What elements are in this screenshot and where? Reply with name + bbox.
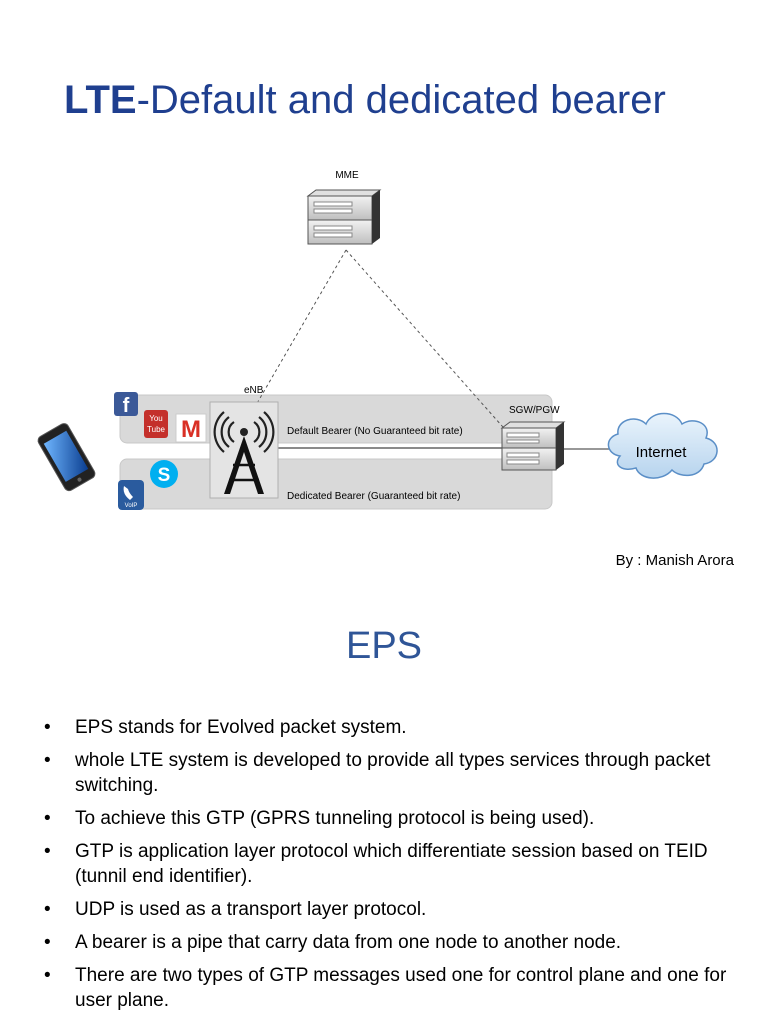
internet-cloud-icon xyxy=(607,412,718,479)
svg-text:You: You xyxy=(149,414,163,423)
bullet-dot: • xyxy=(44,717,51,738)
bullet-dot: • xyxy=(44,899,51,920)
bullet-dot: • xyxy=(44,750,51,771)
facebook-icon: f xyxy=(114,392,138,417)
bullet-dot: • xyxy=(44,841,51,862)
enb-tower-icon xyxy=(209,401,279,499)
bullet-item: • To achieve this GTP (GPRS tunneling pro… xyxy=(44,806,734,831)
gmail-icon: M xyxy=(175,413,207,443)
bullet-item: • A bearer is a pipe that carry data fro… xyxy=(44,930,734,955)
youtube-icon: You Tube xyxy=(144,410,168,438)
mme-label: MME xyxy=(335,170,359,181)
mme-server-icon xyxy=(306,189,382,245)
slide-title: LTE-Default and dedicated bearer xyxy=(64,78,666,123)
bullet-dot: • xyxy=(44,932,51,953)
phone-icon xyxy=(37,423,96,492)
enb-label: eNB xyxy=(244,385,264,396)
skype-icon: S xyxy=(150,460,178,488)
bullet-text: GTP is application layer protocol which … xyxy=(75,841,708,887)
bullet-item: • UDP is used as a transport layer protoc… xyxy=(44,897,734,922)
slide-title-rest: -Default and dedicated bearer xyxy=(136,78,666,122)
svg-text:S: S xyxy=(158,465,171,486)
bullet-text: A bearer is a pipe that carry data from … xyxy=(75,932,622,953)
mme-enb-link xyxy=(255,249,347,406)
internet-label: Internet xyxy=(636,444,688,461)
bearer-diagram: MME eNB Default Bearer (No Guaranteed bi… xyxy=(37,170,718,510)
sgw-pgw-server-icon xyxy=(500,421,566,471)
default-bearer-label: Default Bearer (No Guaranteed bit rate) xyxy=(287,426,463,437)
bullet-dot: • xyxy=(44,808,51,829)
bullet-text: EPS stands for Evolved packet system. xyxy=(75,717,407,738)
bullet-text: To achieve this GTP (GPRS tunneling prot… xyxy=(75,808,595,829)
eps-title: EPS xyxy=(345,625,423,667)
bullet-item: • whole LTE system is developed to provid… xyxy=(44,748,734,798)
bullet-item: • There are two types of GTP messages use… xyxy=(44,963,734,1013)
dedicated-bearer-label: Dedicated Bearer (Guaranteed bit rate) xyxy=(287,491,460,502)
svg-text:f: f xyxy=(123,395,130,417)
voip-phone-icon: VoIP xyxy=(118,480,144,510)
bullet-text: UDP is used as a transport layer protoco… xyxy=(75,899,427,920)
bullet-text: There are two types of GTP messages used… xyxy=(75,965,727,1011)
eps-bullet-list: • EPS stands for Evolved packet system. •… xyxy=(44,715,734,1021)
svg-text:M: M xyxy=(181,416,201,443)
svg-text:Tube: Tube xyxy=(147,425,165,434)
bullet-item: • GTP is application layer protocol whic… xyxy=(44,839,734,889)
sgw-pgw-label: SGW/PGW xyxy=(509,405,560,416)
bullet-item: • EPS stands for Evolved packet system. xyxy=(44,715,734,740)
slide-title-bold: LTE xyxy=(64,78,137,122)
bullet-dot: • xyxy=(44,965,51,986)
svg-text:VoIP: VoIP xyxy=(125,503,138,509)
bullet-text: whole LTE system is developed to provide… xyxy=(75,750,711,796)
mme-sgw-link xyxy=(345,249,511,436)
author-credit: By : Manish Arora xyxy=(615,552,734,569)
